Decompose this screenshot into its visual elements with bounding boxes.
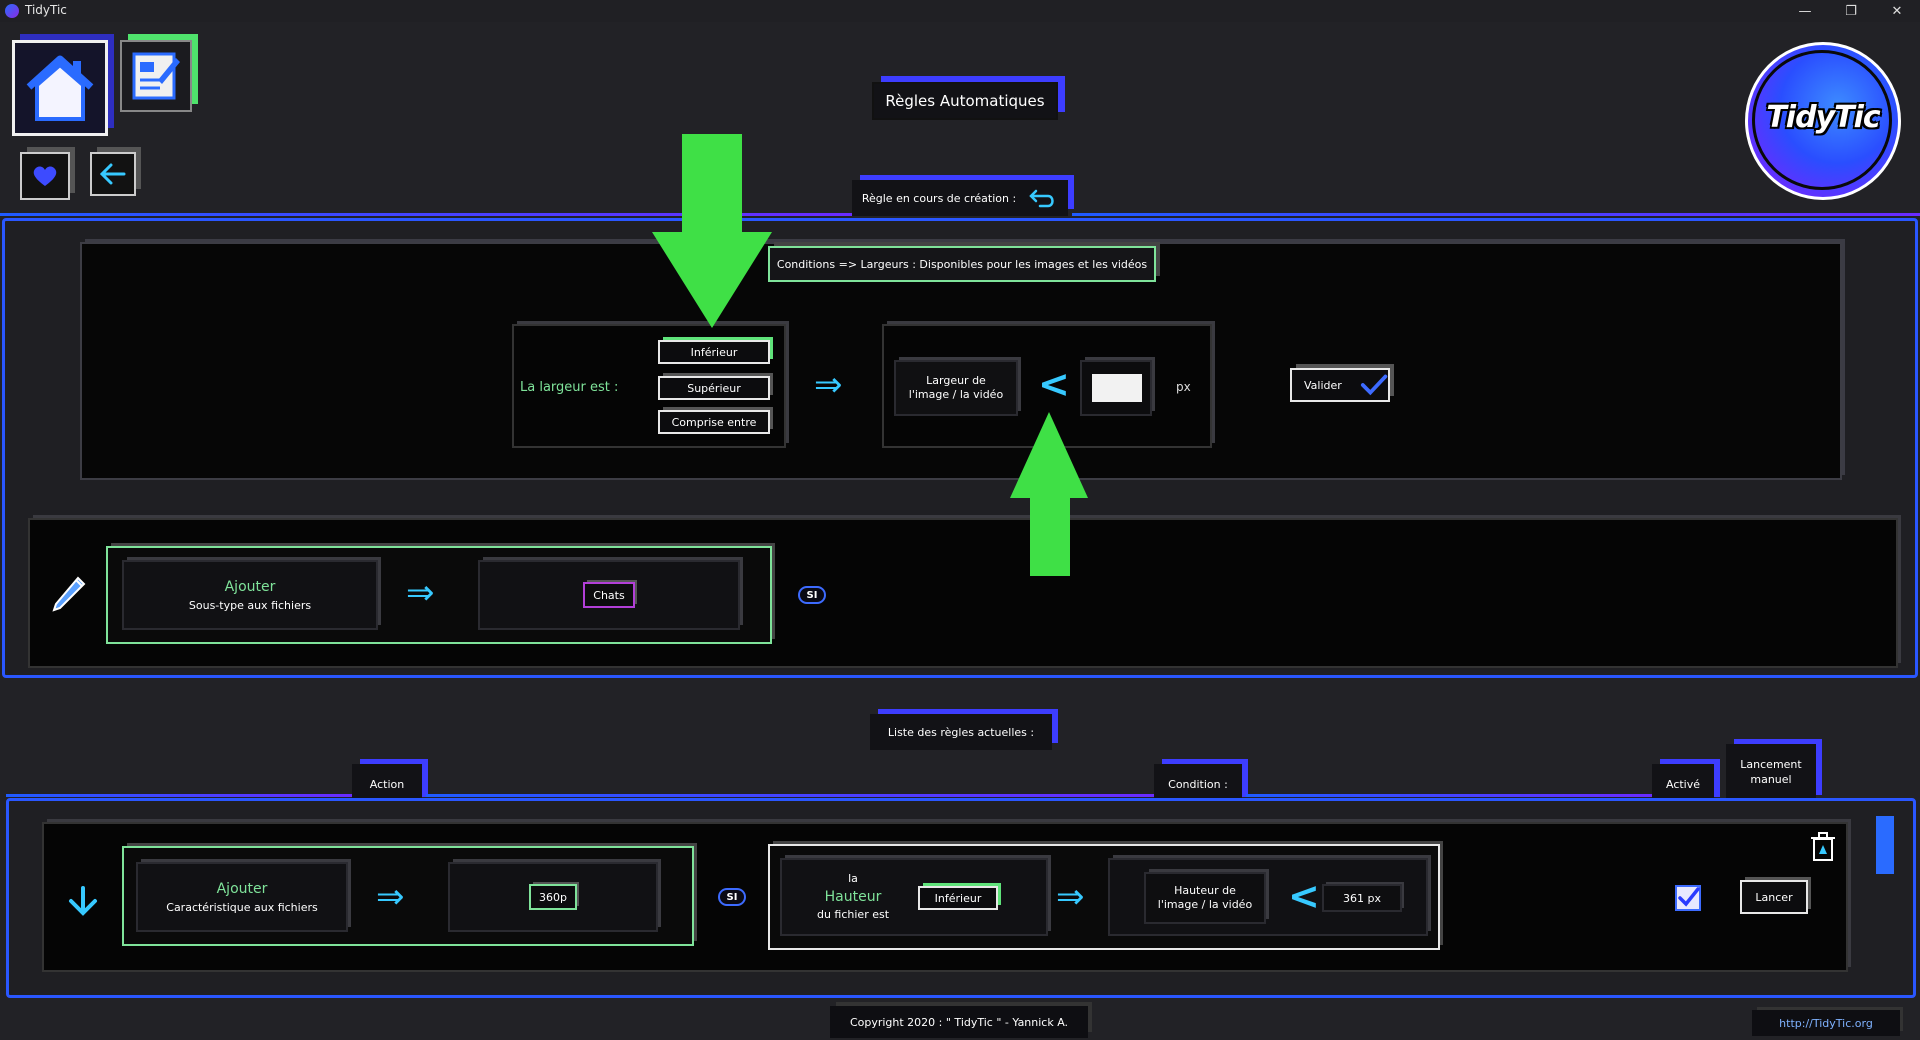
row-action-subtitle: Caractéristique aux fichiers — [166, 900, 318, 914]
column-action: Action — [352, 764, 422, 804]
highlight-arrow-up-shaft — [1030, 496, 1070, 576]
back-button[interactable] — [90, 152, 136, 196]
option-comprise-entre[interactable]: Comprise entre — [658, 410, 770, 434]
website-link[interactable]: http://TidyTic.org — [1752, 1010, 1900, 1036]
logo-text: TidyTic — [1766, 100, 1880, 135]
home-icon — [26, 55, 94, 121]
double-arrow-icon: ⇒ — [376, 877, 405, 917]
column-condition: Condition : — [1154, 764, 1242, 804]
window-title: TidyTic — [25, 3, 67, 17]
launch-button[interactable]: Lancer — [1740, 880, 1808, 914]
highlight-arrow-down-shaft — [682, 134, 742, 234]
width-input[interactable] — [1092, 374, 1142, 402]
condition-header: Conditions => Largeurs : Disponibles pou… — [768, 246, 1156, 282]
condition-la: la — [848, 871, 858, 885]
title-bar — [0, 0, 1920, 22]
condition-word: Hauteur — [824, 888, 882, 905]
width-label: La largeur est : — [520, 380, 619, 395]
unit-label: px — [1176, 380, 1191, 394]
restore-button[interactable]: ❐ — [1845, 3, 1857, 19]
width-measure-line1: Largeur de — [926, 373, 986, 387]
column-manual-line2: manuel — [1750, 773, 1792, 786]
row-action-title: Ajouter — [216, 880, 268, 897]
less-than-icon: < — [1288, 874, 1320, 918]
trash-icon[interactable] — [1810, 832, 1836, 862]
scrollbar[interactable] — [1876, 816, 1894, 874]
checkmark-icon — [1360, 374, 1388, 396]
row-condition-text: la Hauteur du fichier est — [790, 864, 916, 930]
row-condition-operator[interactable]: Inférieur — [918, 886, 998, 910]
double-arrow-icon: ⇒ — [814, 365, 843, 405]
row-condition-subject — [780, 858, 1048, 936]
pencil-icon[interactable] — [48, 572, 88, 612]
si-badge: SI — [798, 586, 826, 604]
row-value-chip: 361 px — [1322, 884, 1402, 912]
action-title: Ajouter — [224, 578, 276, 595]
target-chip[interactable]: Chats — [583, 582, 635, 608]
less-than-icon[interactable]: < — [1038, 362, 1070, 406]
row-action-target: 360p — [448, 862, 658, 932]
column-active: Activé — [1652, 764, 1714, 804]
option-superieur[interactable]: Supérieur — [658, 376, 770, 400]
copyright-text: Copyright 2020 : " TidyTic " - Yannick A… — [830, 1006, 1088, 1038]
divider-line — [1072, 213, 1920, 216]
validate-button[interactable]: Valider — [1290, 368, 1390, 402]
double-arrow-icon: ⇒ — [406, 573, 435, 613]
divider-line — [426, 794, 1154, 797]
undo-icon[interactable] — [1028, 187, 1058, 209]
divider-line — [1246, 794, 1652, 797]
minimize-button[interactable]: — — [1798, 3, 1812, 19]
row-target-chip[interactable]: 360p — [529, 884, 577, 910]
condition-suffix: du fichier est — [816, 908, 890, 922]
divider-line — [0, 213, 852, 216]
rule-creation-label: Règle en cours de création : — [861, 191, 1017, 205]
si-badge: SI — [718, 888, 746, 906]
width-measure-line2: l'image / la vidéo — [908, 388, 1004, 401]
active-checkbox[interactable] — [1674, 884, 1702, 912]
favorites-button[interactable] — [20, 152, 70, 200]
column-manual-line1: Lancement — [1740, 758, 1802, 772]
action-target-box: Chats — [478, 560, 740, 630]
arrow-down-icon[interactable] — [66, 884, 100, 918]
list-title: Liste des règles actuelles : — [870, 714, 1052, 750]
arrow-left-icon — [100, 163, 126, 185]
double-arrow-icon: ⇒ — [1056, 877, 1085, 917]
validate-label: Valider — [1304, 378, 1342, 392]
page-title: Règles Automatiques — [872, 82, 1058, 120]
heart-icon — [33, 166, 57, 186]
divider-line — [6, 794, 352, 797]
action-subtitle: Sous-type aux fichiers — [188, 598, 312, 612]
app-icon — [5, 4, 19, 18]
option-inferieur[interactable]: Inférieur — [658, 340, 770, 364]
logo-ring — [1752, 50, 1892, 190]
document-edit-icon — [132, 52, 180, 100]
edit-rules-button[interactable] — [120, 40, 192, 112]
row-measure-line2: l'image / la vidéo — [1157, 898, 1253, 911]
rule-creation-tab: Règle en cours de création : — [852, 180, 1068, 216]
action-type-box[interactable]: Ajouter Sous-type aux fichiers — [122, 560, 378, 630]
row-measure-line1: Hauteur de — [1174, 883, 1236, 897]
close-button[interactable]: ✕ — [1891, 3, 1903, 19]
home-button[interactable] — [12, 40, 108, 136]
row-action-type[interactable]: Ajouter Caractéristique aux fichiers — [136, 862, 348, 932]
